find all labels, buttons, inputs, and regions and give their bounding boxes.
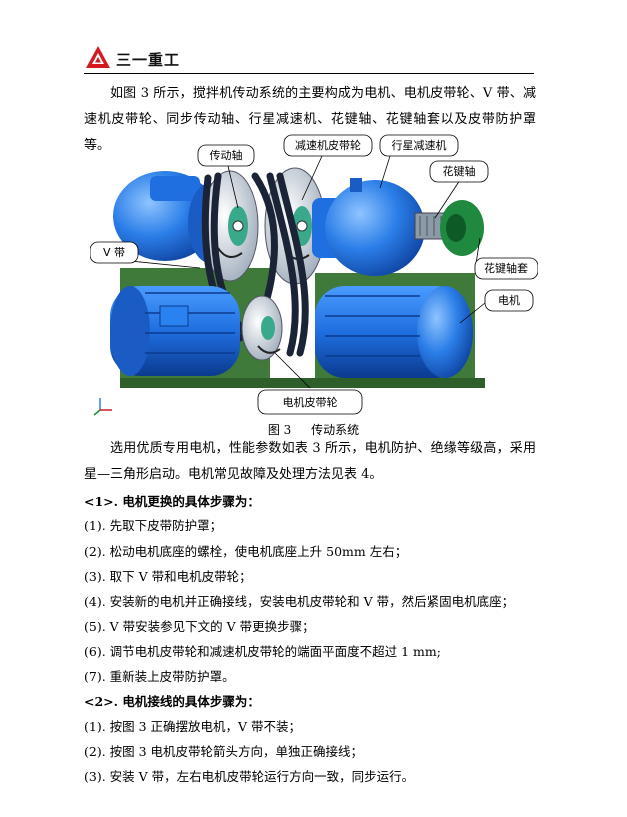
motor-pulley	[241, 295, 283, 361]
section1-heading: <1>. 电机更换的具体步骤为：	[84, 494, 260, 509]
svg-text:传动轴: 传动轴	[210, 148, 243, 162]
svg-text:花键轴套: 花键轴套	[484, 261, 528, 275]
right-planetary-reducer	[312, 178, 425, 276]
svg-text:花键轴: 花键轴	[443, 164, 476, 178]
header-divider	[84, 73, 534, 74]
page-header: 三一重工	[84, 44, 534, 74]
section1-step: (1). 先取下皮带防护罩；	[84, 518, 223, 533]
section2-heading: <2>. 电机接线的具体步骤为：	[84, 694, 260, 709]
svg-text:电机: 电机	[498, 293, 520, 307]
svg-text:减速机皮带轮: 减速机皮带轮	[295, 138, 361, 152]
svg-text:V 带: V 带	[103, 246, 125, 259]
callout-v-belt: V 带	[90, 241, 139, 264]
section2-step: (3). 安装 V 带，左右电机皮带轮运行方向一致，同步运行。	[84, 769, 415, 784]
section1-step: (6). 调节电机皮带轮和减速机皮带轮的端面平面度不超过 1 mm;	[84, 644, 441, 659]
spline-sleeve	[440, 200, 484, 256]
svg-text:电机皮带轮: 电机皮带轮	[283, 395, 338, 409]
callout-reducer-pulley: 减速机皮带轮	[283, 134, 373, 157]
callout-motor: 电机	[484, 289, 534, 312]
section1-step: (3). 取下 V 带和电机皮带轮；	[84, 569, 252, 584]
section1-step: (7). 重新装上皮带防护罩。	[84, 669, 235, 684]
caption-title: 传动系统	[311, 423, 360, 437]
motor-description-paragraph: 选用优质专用电机，性能参数如表 3 所示，电机防护、绝缘等级高，采用星—三角形启…	[84, 441, 536, 482]
intro-paragraph: 如图 3 所示，搅拌机传动系统的主要构成为电机、电机皮带轮、V 带、减速机皮带轮…	[84, 86, 536, 153]
transmission-system-figure: 传动轴 减速机皮带轮 行星减速机 花键轴 V 带 花键轴套 电机 电机皮带轮	[90, 134, 538, 416]
svg-text:行星减速机: 行星减速机	[392, 138, 447, 152]
callout-spline-shaft: 花键轴	[429, 160, 489, 183]
section2-step: (1). 按图 3 正确摆放电机，V 带不装；	[84, 719, 302, 734]
caption-number: 图 3	[267, 423, 292, 437]
section2-step: (2). 按图 3 电机皮带轮箭头方向，单独正确接线；	[84, 744, 364, 759]
callout-motor-pulley: 电机皮带轮	[257, 389, 363, 415]
section1-step: (4). 安装新的电机并正确接线，安装电机皮带轮和 V 带，然后紧固电机底座；	[84, 594, 515, 609]
callout-planetary-reducer: 行星减速机	[379, 134, 459, 157]
brand-name: 三一重工	[116, 51, 181, 69]
figure-caption: 图 3 传动系统	[0, 421, 627, 438]
left-motor	[110, 286, 240, 376]
sany-logo-icon	[86, 46, 110, 68]
section1-step: (5). V 带安装参见下文的 V 带更换步骤；	[84, 619, 315, 634]
callout-drive-shaft: 传动轴	[197, 144, 255, 167]
right-motor	[315, 286, 473, 378]
axis-triad-icon	[93, 398, 112, 416]
section1-step: (2). 松动电机底座的螺栓，使电机底座上升 50mm 左右；	[84, 544, 408, 559]
callout-spline-sleeve: 花键轴套	[474, 257, 538, 280]
